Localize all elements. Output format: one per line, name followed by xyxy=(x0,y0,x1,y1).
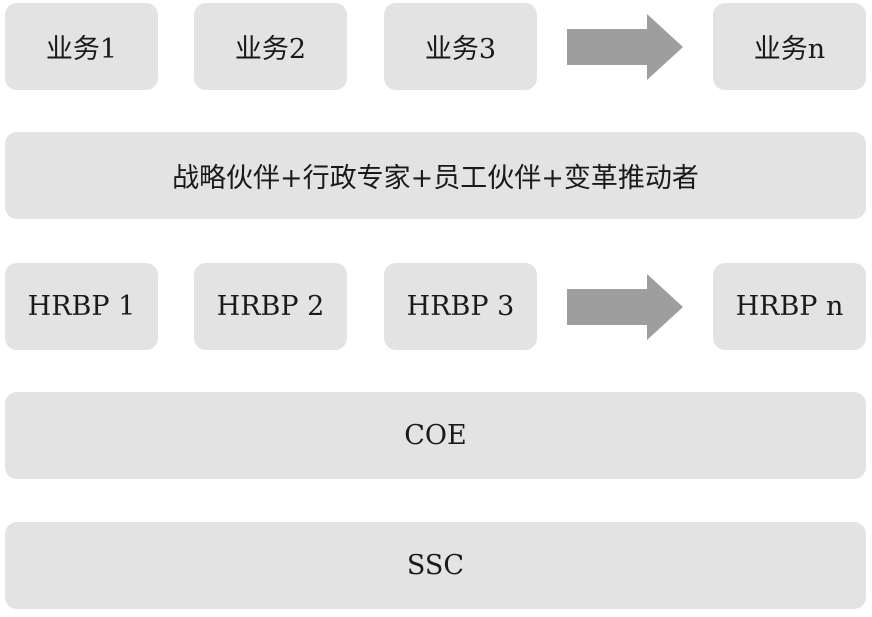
right-arrow-icon xyxy=(567,14,683,80)
hrbp-label-2: HRBP 2 xyxy=(216,291,325,322)
hrbp-box-2: HRBP 2 xyxy=(194,263,347,350)
hrbp-label-n: HRBP n xyxy=(735,291,844,322)
roles-label: 战略伙伴+行政专家+员工伙伴+变革推动者 xyxy=(172,163,699,194)
business-label-2: 业务2 xyxy=(234,34,307,65)
right-arrow-icon xyxy=(567,274,683,340)
business-label-3: 业务3 xyxy=(424,34,497,65)
business-box-2: 业务2 xyxy=(194,3,347,90)
hrbp-box-1: HRBP 1 xyxy=(5,263,158,350)
business-box-1: 业务1 xyxy=(5,3,158,90)
ssc-bar: SSC xyxy=(5,522,866,609)
business-box-n: 业务n xyxy=(713,3,866,90)
ssc-label: SSC xyxy=(406,550,465,581)
business-label-n: 业务n xyxy=(753,34,826,65)
roles-bar: 战略伙伴+行政专家+员工伙伴+变革推动者 xyxy=(5,132,866,219)
business-box-3: 业务3 xyxy=(384,3,537,90)
hrbp-label-3: HRBP 3 xyxy=(406,291,515,322)
business-label-1: 业务1 xyxy=(45,34,118,65)
hrbp-box-3: HRBP 3 xyxy=(384,263,537,350)
hrbp-label-1: HRBP 1 xyxy=(27,291,136,322)
hrbp-box-n: HRBP n xyxy=(713,263,866,350)
coe-label: COE xyxy=(404,420,467,451)
coe-bar: COE xyxy=(5,392,866,479)
